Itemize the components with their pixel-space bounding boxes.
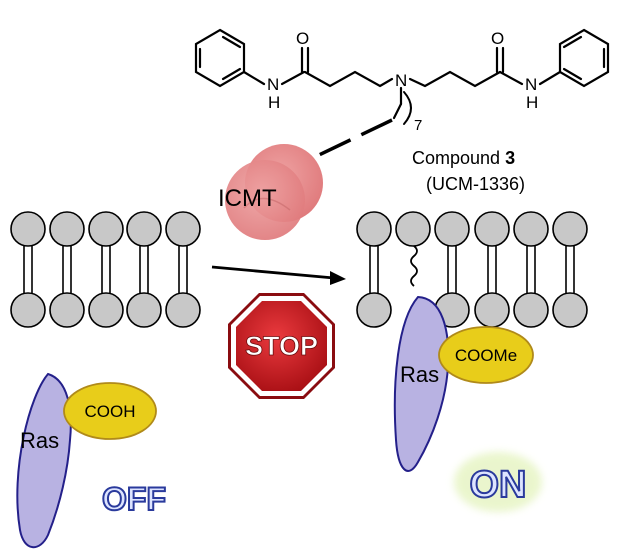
right-ras-complex: COOMe Ras ON (393, 295, 542, 512)
atom-nh-right-n: N (525, 75, 537, 94)
compound-label: Compound 3 (412, 148, 515, 168)
icmt-label: ICMT (218, 185, 277, 212)
left-ras-protein (16, 372, 72, 549)
atom-o-left: O (296, 29, 309, 48)
left-group-label: COOH (85, 402, 136, 421)
on-state-label: ON (470, 464, 527, 506)
chain-subscript: 7 (414, 117, 422, 134)
left-phenyl-ring (194, 28, 246, 88)
right-group-label: COOMe (455, 346, 517, 365)
right-membrane (356, 211, 588, 328)
reaction-arrow (211, 265, 346, 285)
atom-nh-right-h: H (526, 93, 538, 112)
stop-label: STOP (245, 331, 318, 361)
left-membrane (10, 211, 201, 328)
compound-code: (UCM-1336) (426, 174, 525, 194)
atom-o-right: O (491, 29, 504, 48)
left-cooh-group (63, 382, 157, 440)
inhibition-line (295, 118, 393, 168)
atom-n-center: N (395, 71, 407, 90)
right-phenyl-ring (558, 28, 610, 88)
off-state-label: OFF (102, 481, 166, 517)
left-ras-complex: COOH Ras OFF (16, 372, 167, 549)
atom-nh-left-n: N (267, 75, 279, 94)
icmt-enzyme: ICMT (218, 144, 323, 240)
left-ras-label: Ras (20, 428, 59, 453)
compound-prefix: Compound (412, 148, 505, 168)
right-ras-label: Ras (400, 362, 439, 387)
compound-number: 3 (505, 148, 515, 168)
atom-nh-left-h: H (268, 93, 280, 112)
right-coome-group (438, 326, 534, 384)
stop-sign: STOP (228, 293, 335, 399)
